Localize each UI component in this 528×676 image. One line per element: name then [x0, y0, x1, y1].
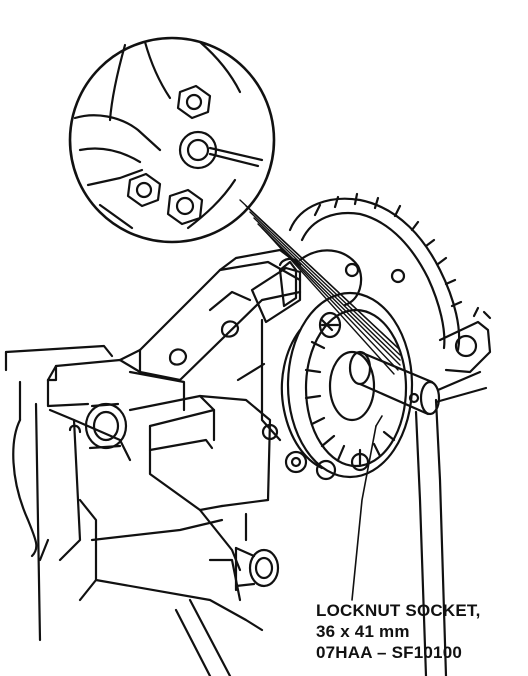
lower-bolt: [234, 546, 280, 592]
detail-magnifier: [68, 36, 276, 244]
nut-left: [126, 172, 162, 208]
detail-leader-hatch: [239, 199, 401, 375]
engine-mount-frame: [4, 344, 280, 676]
timing-belt: [288, 192, 463, 352]
tool-callout: LOCKNUT SOCKET, 36 x 41 mm 07HAA – SF101…: [316, 600, 481, 663]
callout-tool-part-number: 07HAA – SF10100: [316, 643, 463, 662]
callout-tool-name: LOCKNUT SOCKET,: [316, 601, 481, 620]
engine-block: [46, 248, 302, 442]
mount-bolt: [84, 402, 128, 450]
callout-leader: [351, 415, 383, 601]
nut-bottom: [166, 188, 204, 226]
washer-center: [178, 130, 264, 170]
callout-tool-size: 36 x 41 mm: [316, 622, 410, 641]
locknut-socket-tool: [348, 306, 492, 676]
nut-top: [176, 84, 212, 120]
crankshaft-pulley: [261, 249, 414, 481]
